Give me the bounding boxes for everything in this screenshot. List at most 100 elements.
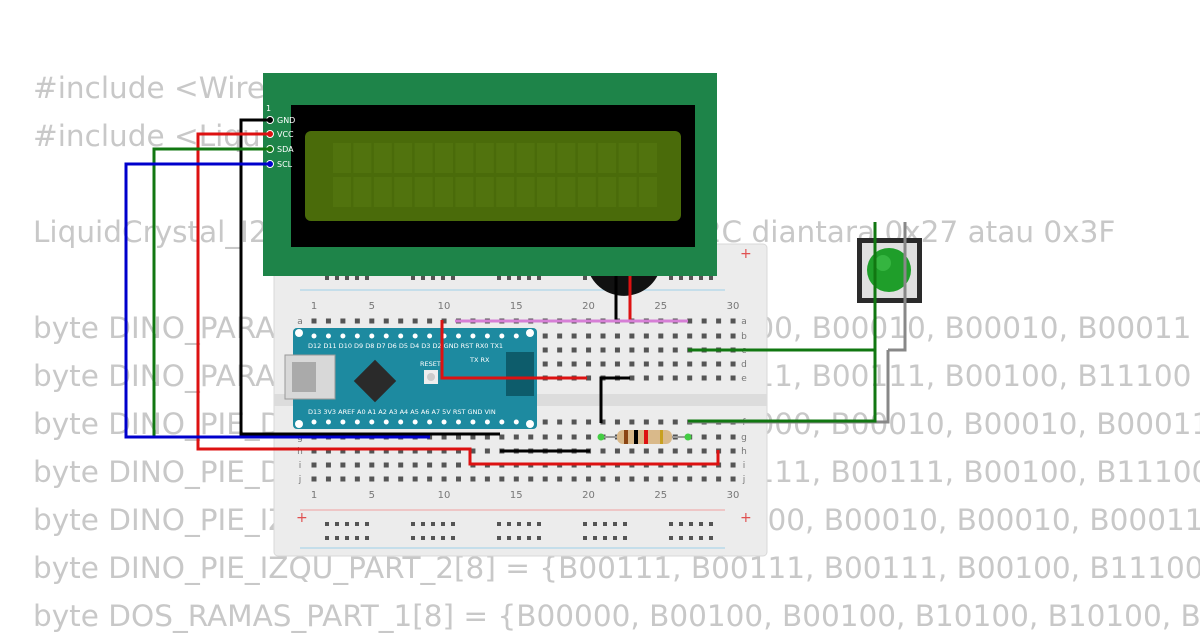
lcd-char-cell	[435, 177, 453, 207]
nano-pin	[354, 333, 360, 339]
lcd-char-cell	[455, 177, 474, 207]
lcd-char-cell	[333, 143, 351, 173]
lcd-char-cell	[414, 143, 433, 173]
lcd-char-cell	[373, 143, 392, 173]
nano-pin	[354, 419, 360, 425]
lcd-char-cell	[475, 177, 494, 207]
nano-pin	[325, 419, 331, 425]
breadboard-column-number: 5	[369, 301, 375, 312]
breadboard-row-label: e	[741, 374, 747, 384]
nano-pin	[311, 333, 317, 339]
nano-pin	[311, 419, 317, 425]
breadboard-row-label: g	[741, 433, 747, 443]
breadboard-row-label: a	[297, 317, 303, 327]
lcd-char-cell	[516, 177, 535, 207]
nano-pin	[470, 419, 476, 425]
code-line: byte DOS_RAMAS_PART_1[8] = {B00000, B001…	[33, 599, 1200, 633]
lcd-char-cell	[577, 143, 596, 173]
lcd-char-cell	[598, 143, 617, 173]
breadboard-row-label: h	[741, 447, 747, 457]
nano-pin	[383, 419, 389, 425]
nano-pin	[456, 333, 461, 339]
push-button[interactable]	[857, 238, 922, 303]
lcd-char-cell	[516, 143, 535, 173]
breadboard-row-label: a	[741, 317, 747, 327]
button-wires[interactable]	[688, 222, 907, 424]
nano-pin	[412, 333, 418, 339]
lcd-char-cell	[394, 143, 413, 173]
breadboard-column-number: 10	[438, 301, 451, 312]
nano-pin	[513, 333, 519, 339]
lcd-pin-label: SCL	[277, 160, 293, 169]
nano-pin	[383, 333, 389, 339]
breadboard-row-label: j	[298, 475, 302, 485]
nano-pin	[456, 419, 461, 425]
breadboard-column-number: 5	[369, 490, 375, 501]
nano-pin	[484, 333, 490, 339]
lcd-char-cell	[618, 143, 637, 173]
breadboard-row-label: b	[741, 332, 747, 342]
lcd-char-cell	[435, 143, 453, 173]
lcd-char-cell	[373, 177, 392, 207]
breadboard-column-number: 1	[311, 301, 317, 312]
lcd-char-cell	[618, 177, 637, 207]
resistor[interactable]	[597, 430, 692, 444]
nano-reset-label: RESET	[420, 360, 441, 368]
lcd-char-cell	[639, 177, 657, 207]
breadboard-column-number: 25	[654, 301, 667, 312]
nano-pin	[513, 419, 519, 425]
breadboard-row-label: i	[743, 461, 746, 471]
breadboard-row-label: i	[299, 461, 302, 471]
lcd-wires[interactable]	[124, 118, 720, 466]
breadboard-column-number: 10	[438, 490, 451, 501]
lcd-char-cell	[496, 143, 515, 173]
breadboard-column-number: 25	[654, 490, 667, 501]
nano-pin	[369, 333, 375, 339]
nano-pin	[484, 419, 490, 425]
breadboard-row-label: j	[742, 475, 746, 485]
nano-pin	[427, 333, 433, 339]
nano-pin	[340, 333, 346, 339]
lcd-char-cell	[557, 177, 576, 207]
piezo-buzzer[interactable]	[588, 270, 660, 320]
breadboard-column-number: 1	[311, 490, 317, 501]
nano-top-pins: D12 D11 D10 D9 D8 D7 D6 D5 D4 D3 D2 GND …	[308, 342, 503, 350]
lcd-char-cell	[353, 143, 372, 173]
arduino-nano[interactable]: D12 D11 D10 D9 D8 D7 D6 D5 D4 D3 D2 GND …	[284, 328, 537, 429]
lcd-char-cell	[333, 177, 351, 207]
nano-pin	[427, 419, 433, 425]
breadboard-column-number: 30	[727, 490, 740, 501]
breadboard-wires[interactable]	[440, 320, 630, 453]
lcd-char-cell	[414, 177, 433, 207]
nano-pin	[340, 419, 346, 425]
lcd-char-cell	[496, 177, 515, 207]
lcd-pin-label: SDA	[277, 145, 294, 154]
lcd-char-cell	[537, 143, 555, 173]
rail-plus-top: +	[740, 246, 752, 262]
breadboard-column-number: 30	[727, 301, 740, 312]
nano-bottom-pins: D13 3V3 AREF A0 A1 A2 A3 A4 A5 A6 A7 5V …	[308, 408, 496, 416]
lcd-pin1-label: 1	[266, 104, 271, 113]
nano-pin	[470, 333, 476, 339]
breadboard-column-number: 20	[582, 490, 595, 501]
lcd-char-cell	[537, 177, 555, 207]
breadboard-column-number: 20	[582, 301, 595, 312]
nano-pin	[325, 333, 331, 339]
lcd-pin-label: GND	[277, 116, 295, 125]
lcd-char-cell	[598, 177, 617, 207]
lcd-char-cell	[577, 177, 596, 207]
nano-pin	[499, 333, 505, 339]
nano-pin	[441, 419, 447, 425]
rail-plus-right: +	[740, 510, 752, 526]
nano-pin	[398, 333, 404, 339]
breadboard-row-label: d	[741, 360, 747, 370]
nano-led-labels: TX RX	[469, 356, 490, 364]
lcd-char-cell	[475, 143, 494, 173]
breadboard-row-label: h	[297, 447, 303, 457]
nano-pin	[499, 419, 505, 425]
code-line: byte DINO_PIE_IZQU_PART_2[8] = {B00111, …	[33, 551, 1200, 585]
rail-plus-left: +	[296, 510, 308, 526]
lcd-char-cell	[353, 177, 372, 207]
